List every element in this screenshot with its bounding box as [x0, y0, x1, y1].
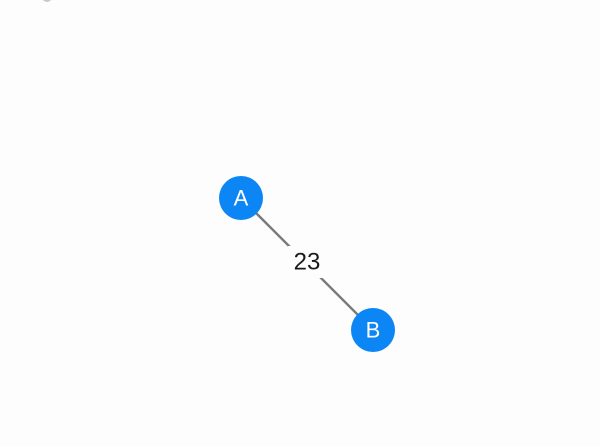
node-A-label: A	[234, 186, 249, 211]
edge-A-B-label-bg	[288, 246, 326, 278]
node-B[interactable]: B	[351, 308, 395, 352]
edge-A-B-label: 23	[294, 248, 321, 275]
node-B-label: B	[366, 318, 381, 343]
corner-artifact	[43, 0, 51, 2]
edge-A-B: 23	[240, 197, 374, 331]
node-A-circle[interactable]	[219, 176, 263, 220]
node-B-circle[interactable]	[351, 308, 395, 352]
node-A[interactable]: A	[219, 176, 263, 220]
